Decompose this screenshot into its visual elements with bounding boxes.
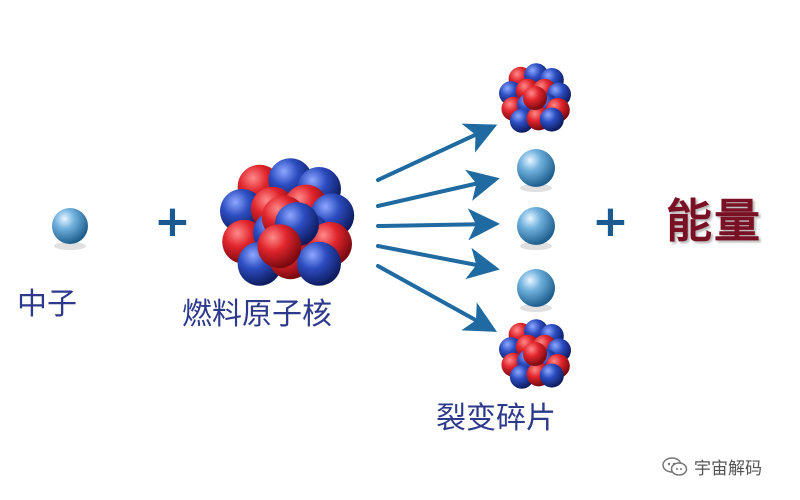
neutron-sphere (539, 363, 564, 388)
neutron-particle (52, 208, 88, 250)
wechat-icon (662, 456, 688, 476)
watermark: 宇宙解码 (662, 454, 762, 479)
arrow-to-fragment-top (376, 123, 498, 182)
arrow-to-neutron-1 (376, 169, 500, 208)
released-neutron-2 (517, 207, 555, 250)
fission-fragments-label: 裂变碎片 (436, 401, 556, 436)
fuel-nucleus-label: 燃料原子核 (182, 297, 332, 332)
neutron-sphere (539, 107, 564, 132)
fission-fragment-top (499, 63, 571, 133)
arrows (376, 123, 500, 332)
plus-sign-2: + (592, 196, 629, 247)
fuel-nucleus (220, 158, 355, 286)
arrow-to-neutron-3 (376, 244, 500, 280)
arrow-to-fragment-bottom (376, 264, 497, 332)
proton-sphere (523, 86, 547, 110)
proton-sphere (257, 224, 302, 269)
watermark-text: 宇宙解码 (694, 459, 762, 479)
fission-fragment-bottom (499, 319, 571, 389)
plus-sign-1: + (154, 196, 191, 247)
neutron-sphere (297, 241, 341, 286)
neutron-label: 中子 (17, 287, 77, 322)
released-neutron-3 (517, 269, 555, 312)
energy-label: 能量 (666, 194, 762, 248)
released-neutron-1 (517, 149, 555, 192)
proton-sphere (523, 342, 547, 366)
arrow-to-neutron-2 (376, 208, 500, 241)
